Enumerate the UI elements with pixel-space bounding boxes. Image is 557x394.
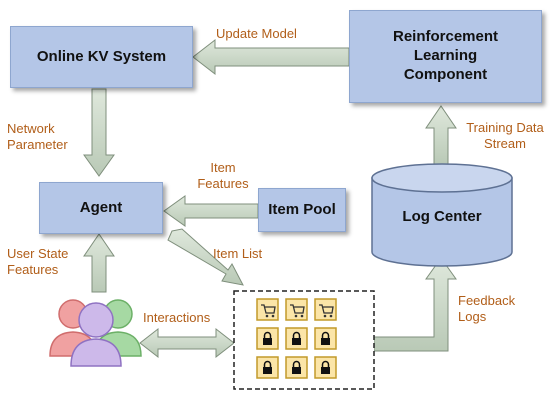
lock-icon — [285, 327, 308, 350]
log-center-cylinder — [371, 163, 513, 267]
network-parameter-line2: Parameter — [7, 137, 68, 153]
user-state-arrow — [83, 233, 115, 293]
online-kv-system-label: Online KV System — [36, 47, 167, 65]
rl-label-line1: Reinforcement — [392, 28, 499, 46]
item-features-arrow — [163, 195, 259, 227]
users-icon — [49, 299, 142, 367]
lock-icon — [285, 356, 308, 379]
item-features-label: Item Features — [183, 160, 263, 193]
item-features-line2: Features — [197, 176, 249, 192]
feedback-line2: Logs — [458, 309, 487, 325]
lock-icon — [314, 356, 337, 379]
cart-icon — [285, 298, 308, 321]
item-grid — [256, 298, 337, 379]
item-list-arrow — [167, 228, 244, 286]
training-data-stream-label: Training Data Stream — [455, 120, 555, 153]
training-data-line2: Stream — [484, 136, 526, 152]
item-pool-label: Item Pool — [268, 200, 336, 218]
item-list-label: Item List — [213, 246, 263, 261]
log-center-label: Log Center — [402, 208, 482, 225]
rl-label-line3: Component — [403, 65, 488, 83]
online-kv-system-box: Online KV System — [10, 26, 193, 88]
network-parameter-label: Network Parameter — [7, 121, 68, 154]
user-state-line1: User State — [7, 246, 69, 261]
training-data-arrow — [425, 105, 457, 166]
interactions-label: Interactions — [143, 310, 211, 325]
item-features-line1: Item — [210, 160, 236, 175]
lock-icon — [256, 356, 279, 379]
cart-icon — [256, 298, 279, 321]
feedback-line1: Feedback — [458, 293, 516, 308]
rl-label-line2: Learning — [413, 47, 478, 65]
feedback-logs-arrow — [373, 257, 457, 352]
user-state-line2: Features — [7, 262, 59, 278]
update-model-arrow — [192, 38, 350, 76]
feedback-logs-label: Feedback Logs — [458, 293, 515, 326]
update-model-label: Update Model — [216, 26, 297, 41]
network-parameter-arrow — [83, 88, 115, 177]
agent-box: Agent — [39, 182, 163, 234]
interactions-arrow — [139, 327, 235, 359]
cart-icon — [314, 298, 337, 321]
network-parameter-line1: Network — [7, 121, 55, 136]
item-pool-box: Item Pool — [258, 188, 346, 232]
user-state-features-label: User State Features — [7, 246, 68, 279]
training-data-line1: Training Data — [466, 120, 544, 135]
lock-icon — [256, 327, 279, 350]
agent-label: Agent — [79, 198, 123, 216]
lock-icon — [314, 327, 337, 350]
rl-component-box: Reinforcement Learning Component — [349, 10, 542, 103]
